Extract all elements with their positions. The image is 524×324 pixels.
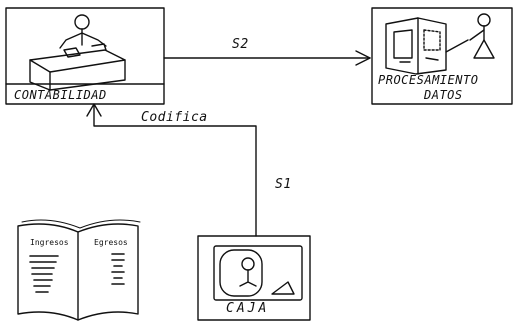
s2-arrow <box>164 51 370 65</box>
caja-label: CAJA <box>226 301 269 316</box>
s2-label: S2 <box>232 37 249 52</box>
open-ledger-icon <box>18 220 140 320</box>
ledger-left-page-label: Ingresos <box>30 238 69 247</box>
procesamiento-label-line2: DATOS <box>424 88 463 102</box>
cashier-window-icon <box>214 246 302 300</box>
ledger-right-page-label: Egresos <box>94 238 128 247</box>
computer-operator-icon <box>386 14 494 74</box>
s1-label: S1 <box>275 177 292 192</box>
desk-clerk-icon <box>30 15 125 90</box>
codifica-label: Codifica <box>141 110 208 125</box>
procesamiento-label-line1: PROCESAMIENTO <box>378 73 478 87</box>
contabilidad-label: CONTABILIDAD <box>14 88 107 102</box>
